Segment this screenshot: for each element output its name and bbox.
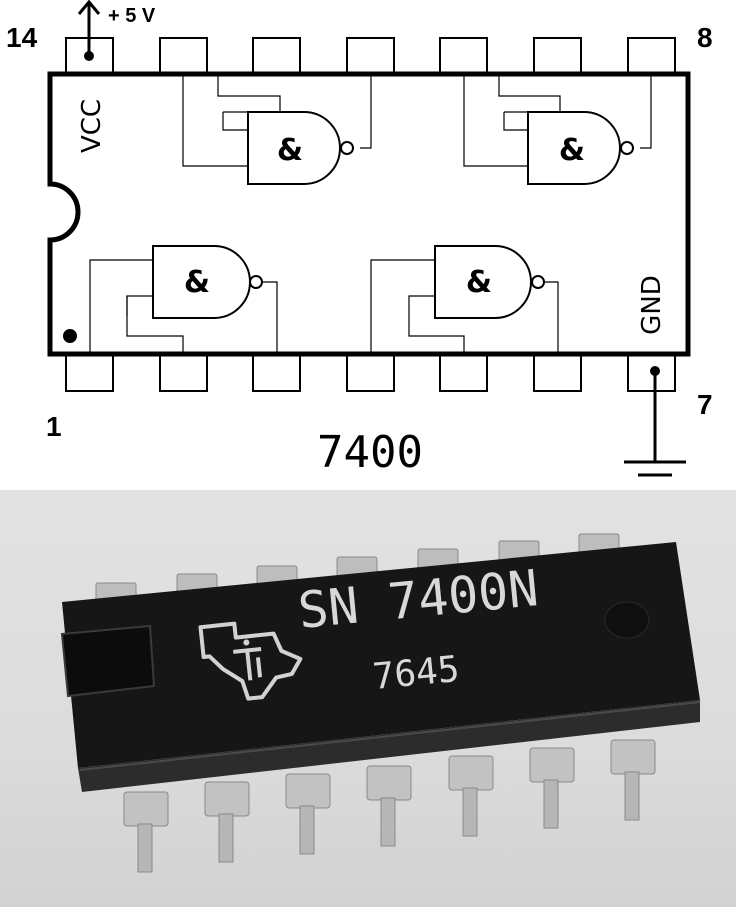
top-pins (65, 37, 676, 75)
pin-9 (533, 37, 582, 75)
front-pin-7 (610, 739, 656, 821)
chip-photo-svg: SN 7400N 7645 (60, 533, 701, 873)
supply-arrow-icon (77, 0, 101, 61)
pin-11 (346, 37, 395, 75)
front-pin-6 (529, 747, 575, 829)
pin-8 (627, 37, 676, 75)
chip-notch (60, 624, 156, 698)
gate-3-symbol: & (184, 265, 210, 300)
chip-marking-date-code: 7645 (371, 649, 461, 698)
gate-wiring (89, 74, 652, 354)
ground-symbol-icon (624, 366, 686, 477)
pin-12 (252, 37, 301, 75)
pin-4 (346, 353, 395, 392)
gate-1-symbol: & (277, 133, 303, 168)
front-pins (123, 739, 656, 873)
gate-4-symbol: & (466, 265, 492, 300)
nand-gate-2 (527, 111, 634, 185)
pin-3 (252, 353, 301, 392)
supply-voltage-label: + 5 V (108, 5, 156, 27)
pin-label-14: 14 (6, 22, 38, 53)
nand-gate-4 (434, 245, 545, 319)
part-number-label: 7400 (317, 427, 423, 478)
front-pin-3 (285, 773, 331, 855)
pin-1 (65, 353, 114, 392)
vcc-label: VCC (77, 99, 107, 153)
gnd-label: GND (637, 275, 667, 335)
pin-5 (439, 353, 488, 392)
front-pin-4 (366, 765, 412, 847)
chip-photo: SN 7400N 7645 (0, 490, 736, 907)
pin-6 (533, 353, 582, 392)
front-pin-2 (204, 781, 250, 863)
front-pin-5 (448, 755, 494, 837)
nand-gate-3 (152, 245, 263, 319)
pinout-svg: & & & & VCC GND + 5 V 14 (6, 0, 713, 478)
front-pin-1 (123, 791, 169, 873)
gate-2-symbol: & (559, 133, 585, 168)
pin-label-1: 1 (46, 411, 62, 442)
chip-dimple (604, 601, 650, 639)
nand-gates (152, 111, 634, 319)
nand-gate-1 (247, 111, 354, 185)
pin-label-8: 8 (697, 22, 713, 53)
pin1-marker-dot (63, 329, 77, 343)
pin-10 (439, 37, 488, 75)
bottom-pins (65, 353, 676, 392)
pinout-diagram: & & & & VCC GND + 5 V 14 (6, 0, 713, 478)
pin-13 (159, 37, 208, 75)
pin-label-7: 7 (697, 389, 713, 420)
chip-top-face (62, 542, 700, 768)
chip-front-edge (78, 700, 700, 792)
pin-2 (159, 353, 208, 392)
texas-instruments-logo-icon (198, 621, 303, 701)
